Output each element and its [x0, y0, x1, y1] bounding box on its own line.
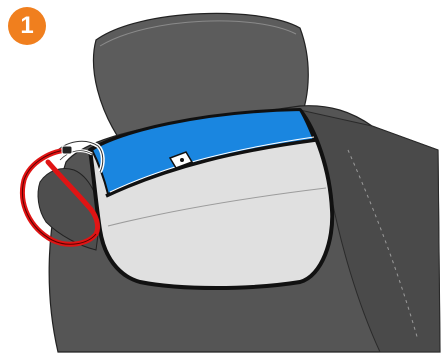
strap-clip: [62, 146, 72, 154]
step-number: 1: [20, 12, 33, 39]
step-number-badge: 1: [8, 7, 46, 45]
